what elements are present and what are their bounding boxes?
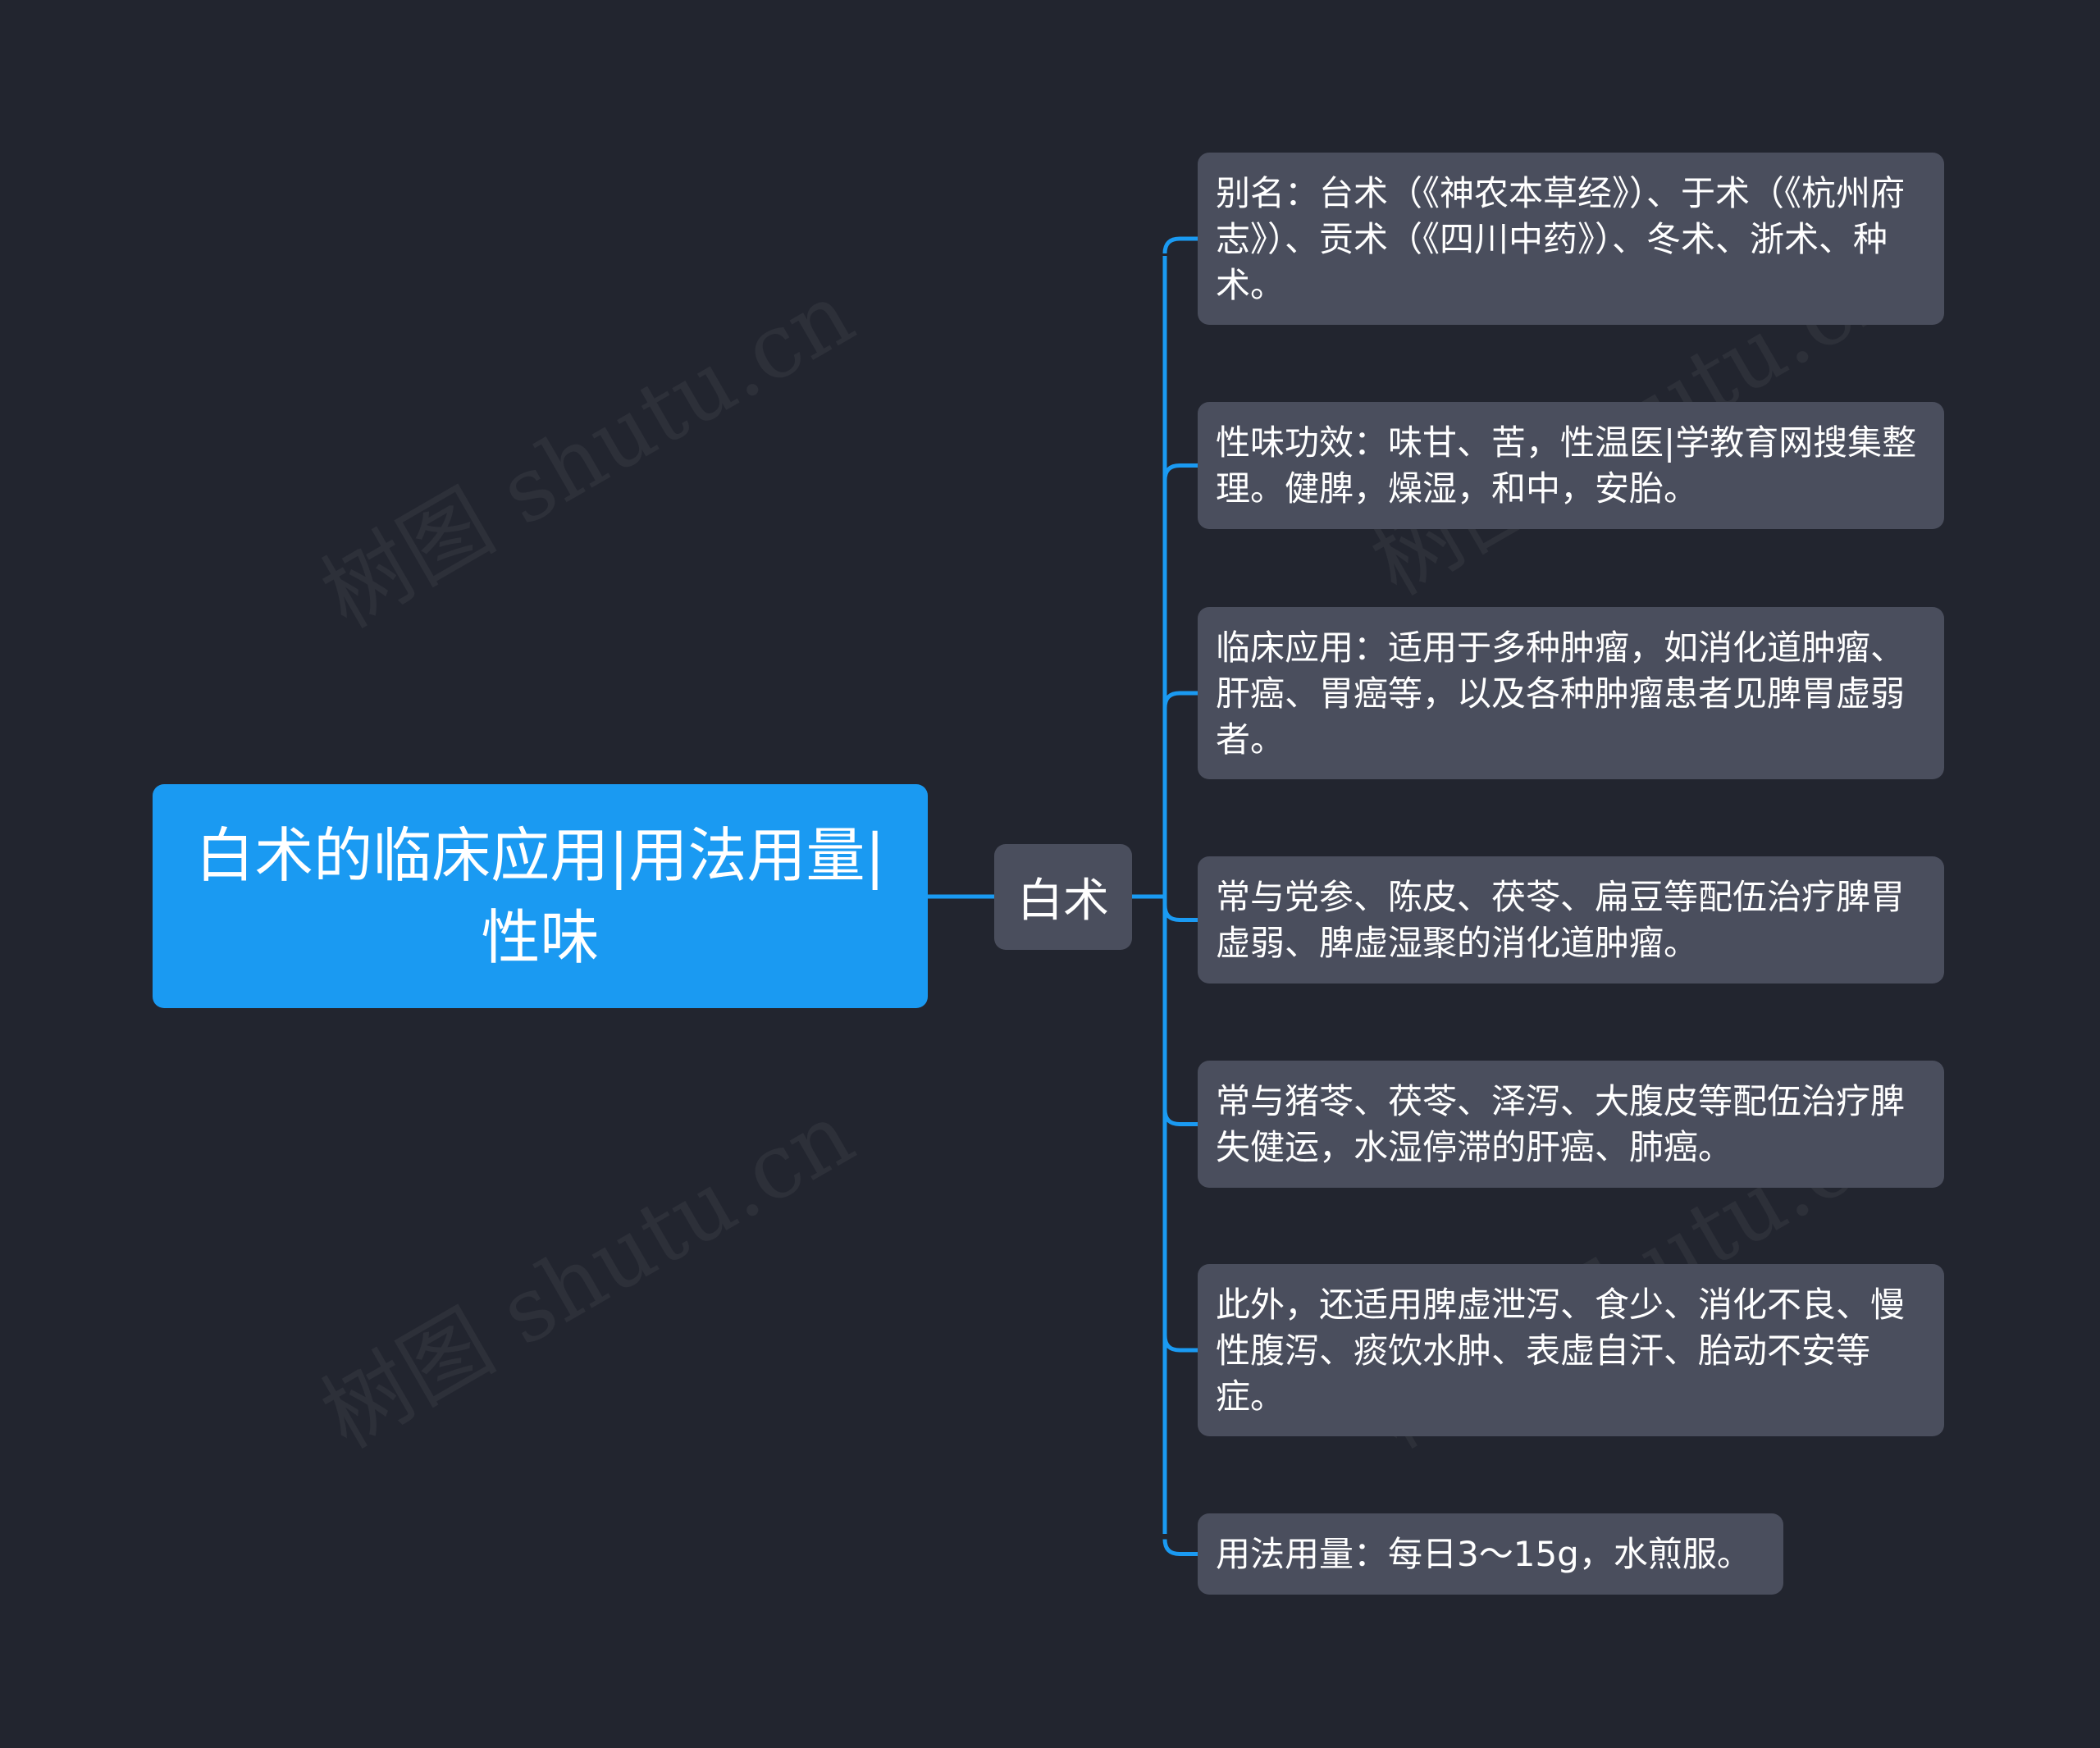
leaf-node-dosage[interactable]: 用法用量：每日3～15g，水煎服。 (1198, 1513, 1783, 1595)
leaf-connector (1162, 463, 1198, 481)
leaf-connector (1162, 905, 1198, 922)
leaf-text: 常与党参、陈皮、茯苓、扁豆等配伍治疗脾胃虚弱、脾虚湿聚的消化道肿瘤。 (1216, 877, 1906, 963)
leaf-connectors (1162, 236, 1198, 1556)
leaf-text: 用法用量：每日3～15g，水煎服。 (1216, 1534, 1751, 1574)
leaf-node-other-uses[interactable]: 此外，还适用脾虚泄泻、食少、消化不良、慢性腹泻、痰饮水肿、表虚自汗、胎动不安等症… (1198, 1264, 1944, 1436)
branch-node[interactable]: 白术 (994, 844, 1132, 950)
leaf-text: 临床应用：适用于多种肿瘤，如消化道肿瘤、肝癌、胃癌等，以及各种肿瘤患者见脾胃虚弱… (1216, 628, 1906, 760)
leaf-text: 性味功效：味甘、苦，性温医|学教育网搜集整理。健脾，燥湿，和中，安胎。 (1216, 422, 1917, 509)
leaf-connector (1162, 1335, 1198, 1353)
leaf-node-clinical-use[interactable]: 临床应用：适用于多种肿瘤，如消化道肿瘤、肝癌、胃癌等，以及各种肿瘤患者见脾胃虚弱… (1198, 607, 1944, 779)
leaf-text: 别名：台术（《神农本草经》）、于术（《杭州府志》）、贡术（《四川中药》）、冬术、… (1216, 173, 1906, 305)
leaf-node-combination-2[interactable]: 常与猪苓、茯苓、泽泻、大腹皮等配伍治疗脾失健运，水湿停滞的肝癌、肺癌。 (1198, 1061, 1944, 1188)
leaf-node-combination-1[interactable]: 常与党参、陈皮、茯苓、扁豆等配伍治疗脾胃虚弱、脾虚湿聚的消化道肿瘤。 (1198, 856, 1944, 984)
leaf-node-properties[interactable]: 性味功效：味甘、苦，性温医|学教育网搜集整理。健脾，燥湿，和中，安胎。 (1198, 402, 1944, 529)
leaf-connector (1162, 691, 1198, 709)
branch-label: 白术 (1017, 874, 1109, 928)
root-title: 白术的临床应用|用法用量|性味 (195, 820, 885, 972)
leaf-text: 此外，还适用脾虚泄泻、食少、消化不良、慢性腹泻、痰饮水肿、表虚自汗、胎动不安等症… (1216, 1285, 1906, 1417)
leaf-connector (1162, 1109, 1198, 1126)
root-node[interactable]: 白术的临床应用|用法用量|性味 (153, 784, 928, 1008)
leaf-text: 常与猪苓、茯苓、泽泻、大腹皮等配伍治疗脾失健运，水湿停滞的肝癌、肺癌。 (1216, 1081, 1906, 1167)
leaf-connector (1162, 236, 1198, 254)
leaf-connector (1162, 1539, 1198, 1556)
leaf-node-alias[interactable]: 别名：台术（《神农本草经》）、于术（《杭州府志》）、贡术（《四川中药》）、冬术、… (1198, 153, 1944, 325)
